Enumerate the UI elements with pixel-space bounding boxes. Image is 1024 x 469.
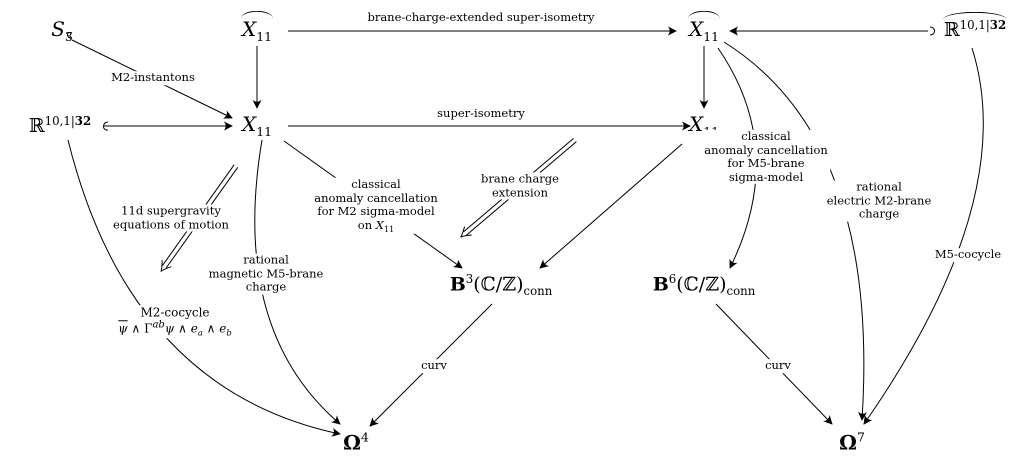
label-super-isometry: super-isometry <box>435 106 527 121</box>
hook-s3 <box>67 31 73 39</box>
arrow-x11-right-to-b3 <box>539 143 683 269</box>
node-r-super-hat: ℝ10,1|32 <box>942 11 1008 42</box>
label-m2-cocycle: M2-cocycle ψ ∧ Γabψ ∧ ea ∧ eb <box>116 305 234 339</box>
label-brane-charge-extended: brane-charge-extended super-isometry <box>365 10 597 25</box>
hook-r-hat <box>929 26 935 36</box>
label-rational-m2: rational electric M2-brane charge <box>824 179 934 222</box>
label-curv-right: curv <box>763 358 793 373</box>
node-b3: B3(ℂ/ℤ)conn <box>449 272 553 299</box>
arrow-rhat-to-omega7 <box>863 47 984 425</box>
node-x11-left: X11 <box>241 111 273 139</box>
label-m2-instantons: M2-instantons <box>109 70 197 85</box>
node-omega4: Ω4 <box>343 429 369 455</box>
label-curv-left: curv <box>419 358 449 373</box>
label-anomaly-m5: classical anomaly cancellation for M5-br… <box>702 128 830 185</box>
node-b6: B6(ℂ/ℤ)conn <box>652 272 756 299</box>
label-m5-cocycle: M5-cocycle <box>932 247 1004 262</box>
node-x11-hat-left: X11 <box>240 10 274 44</box>
node-x11-hat-right: X11 <box>687 10 721 44</box>
node-r-super-left: ℝ10,1|32 <box>28 113 92 138</box>
label-sugra: 11d supergravity equations of motion <box>111 203 231 232</box>
node-s3: S3 <box>51 16 73 44</box>
label-brane-charge-extension: brane charge extension <box>479 171 561 200</box>
label-anomaly-m2: classical anomaly cancellation for M2 si… <box>312 176 440 235</box>
hook-r-left <box>103 121 109 131</box>
node-omega7: Ω7 <box>839 429 865 455</box>
label-rational-m5: rational magnetic M5-brane charge <box>206 252 326 295</box>
arrow-x11-to-omega4 <box>254 139 341 425</box>
